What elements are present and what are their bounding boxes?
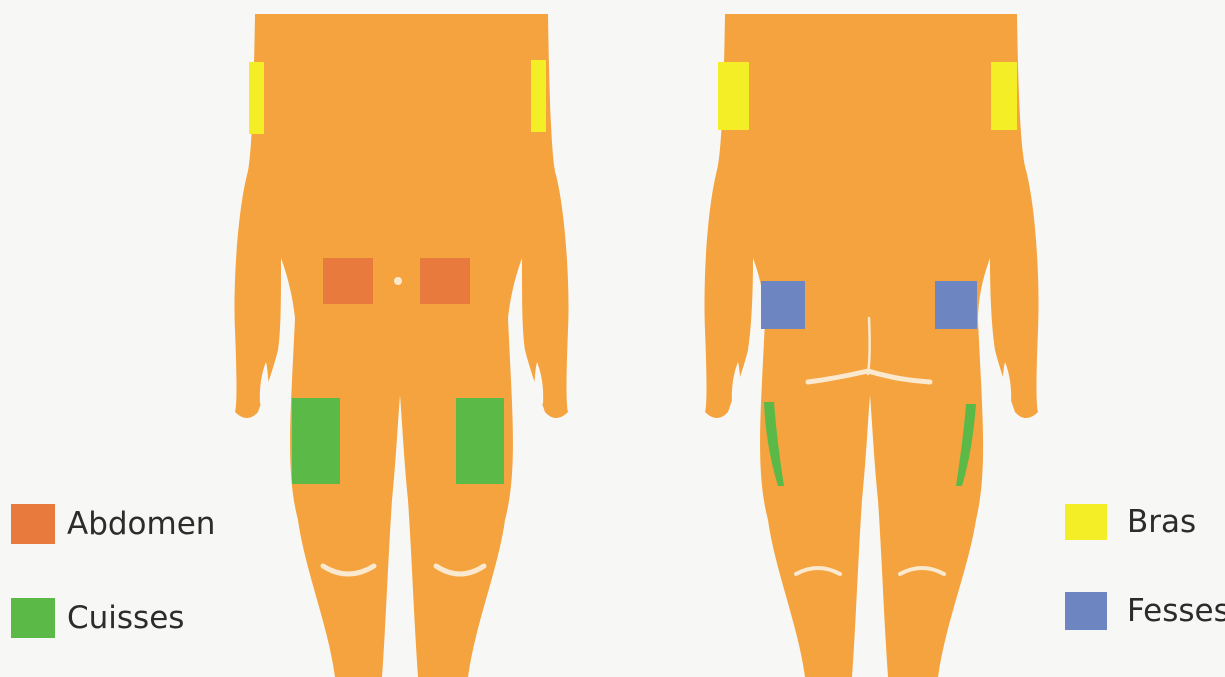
- front-abdomen-zone-right: [420, 258, 470, 304]
- front-bras-zone-right: [531, 60, 546, 132]
- back-body-silhouette: [705, 14, 1039, 677]
- front-figure: [235, 14, 569, 677]
- abdomen-swatch: [11, 504, 55, 544]
- legend-label-abdomen: Abdomen: [67, 509, 215, 540]
- front-bras-zone-left: [249, 62, 264, 134]
- legend-label-bras: Bras: [1127, 507, 1196, 538]
- back-fesses-zone-left: [761, 281, 805, 329]
- legend-label-fesses: Fesses: [1127, 596, 1225, 627]
- back-bras-zone-left: [718, 62, 749, 130]
- front-body-silhouette: [235, 14, 569, 677]
- legend-item-abdomen: Abdomen: [11, 504, 215, 544]
- back-figure: [705, 14, 1039, 677]
- navel: [394, 277, 402, 285]
- bras-swatch: [1065, 504, 1107, 540]
- fesses-swatch: [1065, 592, 1107, 630]
- back-fesses-zone-right: [935, 281, 977, 329]
- front-abdomen-zone-left: [323, 258, 373, 304]
- legend-item-fesses: Fesses: [1065, 592, 1225, 630]
- legend-item-bras: Bras: [1065, 504, 1196, 540]
- legend-label-cuisses: Cuisses: [67, 603, 184, 634]
- legend-item-cuisses: Cuisses: [11, 598, 184, 638]
- front-cuisses-zone-left: [292, 398, 340, 484]
- back-bras-zone-right: [991, 62, 1017, 130]
- front-cuisses-zone-right: [456, 398, 504, 484]
- cuisses-swatch: [11, 598, 55, 638]
